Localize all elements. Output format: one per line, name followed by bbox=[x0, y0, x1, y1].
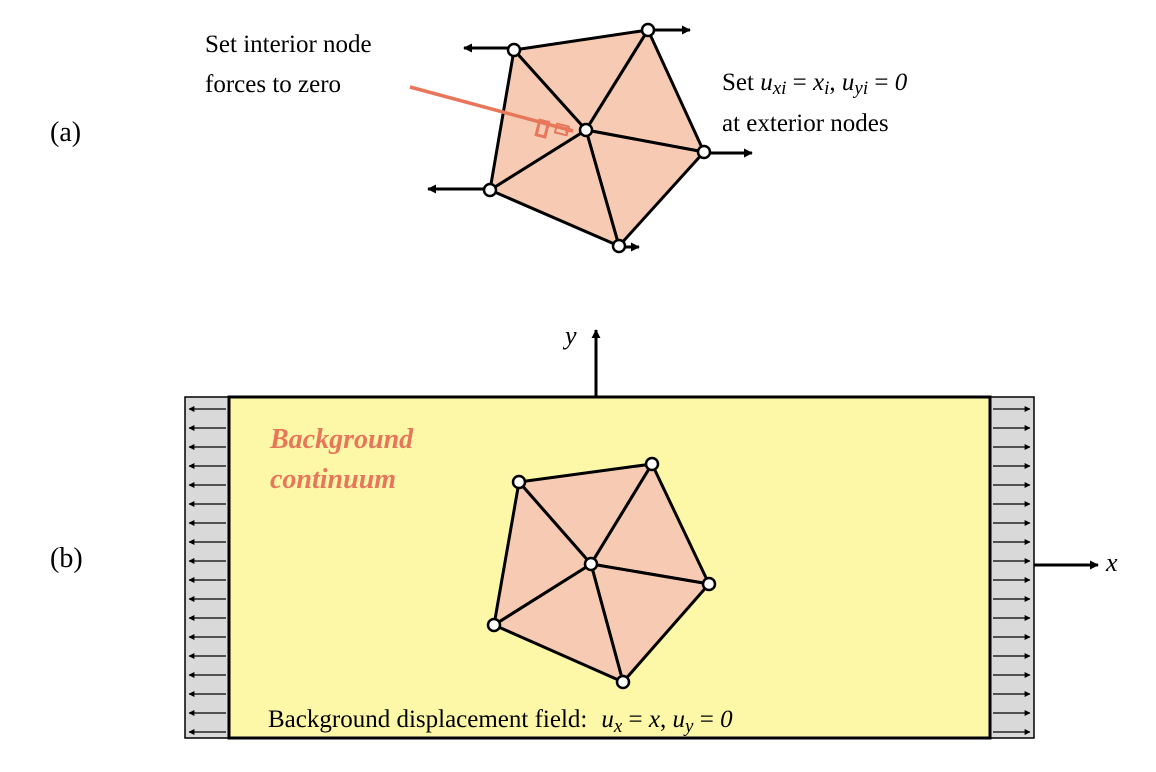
panel-a: (a) Set i bbox=[50, 22, 908, 254]
exterior-node bbox=[701, 576, 717, 592]
exterior-note-line2: at exterior nodes bbox=[722, 110, 889, 137]
exterior-node bbox=[611, 238, 627, 254]
panel-b-label: (b) bbox=[50, 543, 83, 574]
y-axis-label: y bbox=[562, 321, 577, 350]
panel-b: (b) y x Background continuum bbox=[50, 321, 1118, 740]
interior-node bbox=[583, 556, 599, 572]
left-traction-arrows bbox=[188, 406, 226, 735]
panel-a-label: (a) bbox=[50, 117, 81, 148]
exterior-node bbox=[511, 474, 527, 490]
patch-a-nodes bbox=[482, 22, 712, 254]
interior-note-line1: Set interior node bbox=[205, 31, 372, 58]
exterior-node bbox=[506, 42, 522, 58]
patch-b-nodes bbox=[486, 456, 717, 690]
exterior-force-arrows bbox=[427, 25, 753, 252]
exterior-node bbox=[644, 456, 660, 472]
displacement-field-label: Background displacement field:ux = x, uy… bbox=[268, 706, 733, 737]
triangle-element bbox=[492, 480, 593, 627]
left-support bbox=[184, 396, 230, 739]
x-axis-label: x bbox=[1105, 548, 1118, 577]
background-continuum-label-line1: Background bbox=[269, 424, 414, 455]
interior-note-line2: forces to zero bbox=[205, 71, 341, 98]
exterior-node bbox=[640, 22, 656, 38]
patch-a-elements bbox=[488, 28, 706, 248]
exterior-note-line1: Set uxi = xi, uyi = 0 bbox=[722, 69, 908, 99]
background-continuum-label-line2: continuum bbox=[270, 464, 396, 495]
right-support bbox=[989, 396, 1035, 739]
right-traction-arrows bbox=[993, 406, 1031, 735]
interior-callout-arrow bbox=[409, 85, 574, 133]
zero-force-marker bbox=[553, 122, 571, 137]
zero-force-marker bbox=[534, 118, 551, 139]
exterior-node bbox=[482, 182, 498, 198]
patch-b-elements bbox=[492, 462, 711, 684]
exterior-node bbox=[615, 674, 631, 690]
exterior-node bbox=[696, 144, 712, 160]
exterior-node bbox=[486, 617, 502, 633]
interior-node bbox=[578, 122, 594, 138]
